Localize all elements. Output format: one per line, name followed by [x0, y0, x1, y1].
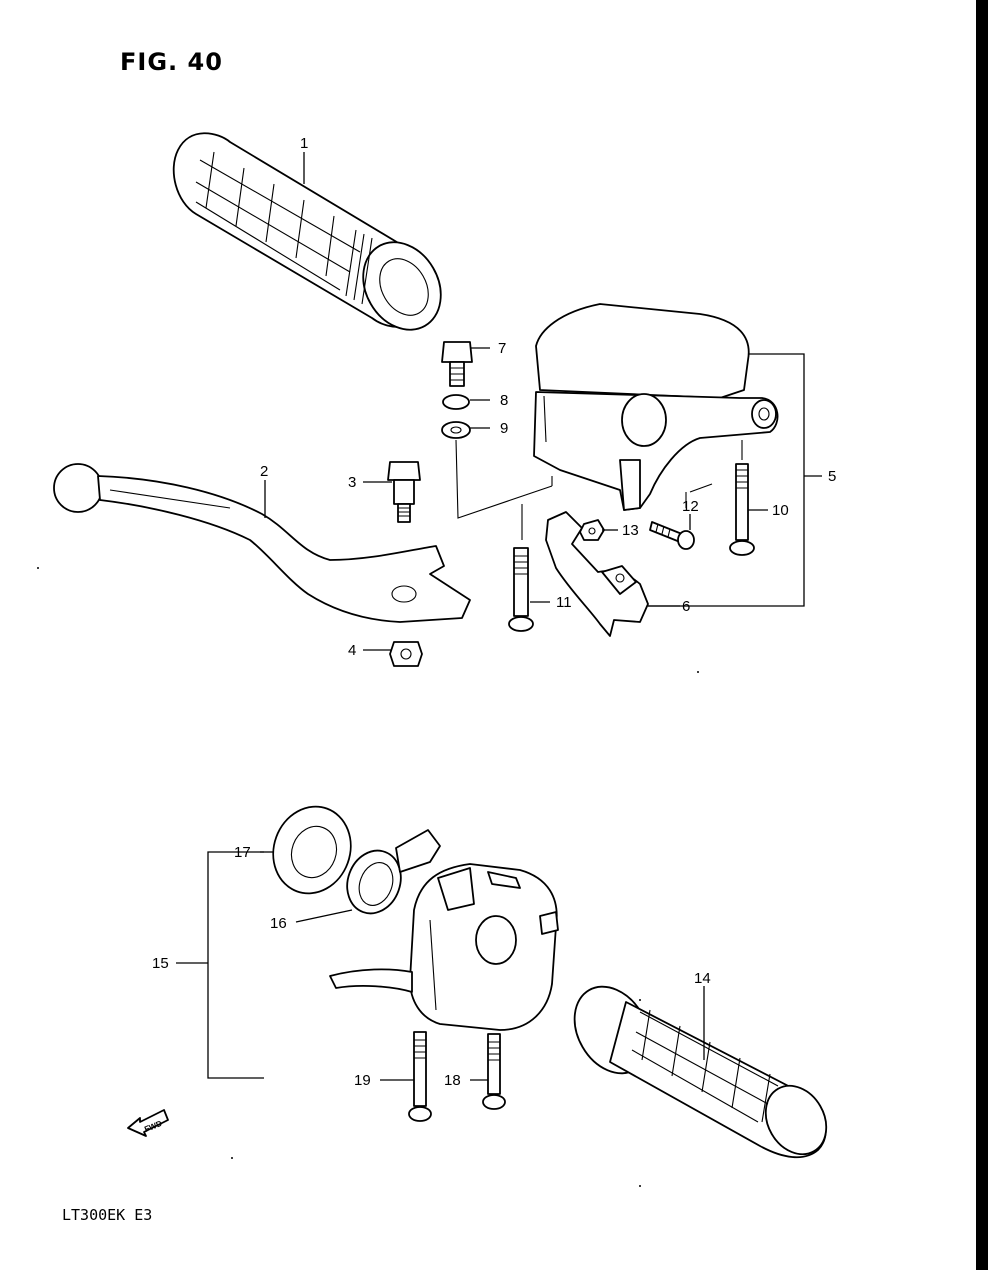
callout-10: 10 — [772, 502, 789, 519]
throttle-clamp — [346, 829, 441, 915]
callout-1: 1 — [300, 135, 308, 152]
callout-13: 13 — [622, 522, 639, 539]
brake-master-cylinder — [533, 303, 779, 511]
callout-17: 17 — [234, 844, 251, 861]
scan-specks — [37, 567, 699, 1187]
callout-leaders — [176, 152, 822, 1081]
adjuster-screw — [649, 521, 695, 550]
lock-washer — [442, 394, 470, 410]
callout-3: 3 — [348, 474, 356, 491]
switch-screw-18 — [482, 1033, 506, 1110]
pivot-bolt — [387, 461, 421, 523]
adjuster-nut — [579, 519, 605, 541]
model-code: LT300EK E3 — [62, 1206, 153, 1224]
callout-2: 2 — [260, 463, 268, 480]
brake-lever — [53, 463, 471, 623]
lever-bracket — [545, 511, 649, 637]
callout-11: 11 — [556, 594, 572, 611]
grip-left — [172, 132, 442, 331]
callout-14: 14 — [694, 970, 711, 987]
callout-19: 19 — [354, 1072, 371, 1089]
callout-18: 18 — [444, 1072, 461, 1089]
callout-16: 16 — [270, 915, 287, 932]
callout-6: 6 — [682, 598, 690, 615]
clamp-bolt — [441, 341, 473, 387]
figure-title: FIG. 40 — [120, 48, 223, 76]
page-edge-bar — [976, 0, 988, 1270]
assembly-guide-lines — [455, 439, 743, 540]
callout-4: 4 — [348, 642, 356, 659]
flat-washer — [441, 421, 471, 439]
switch-cover — [272, 805, 352, 895]
callout-12: 12 — [682, 498, 699, 515]
forward-arrow-icon: FWD — [127, 1109, 169, 1137]
grip-right — [573, 985, 828, 1159]
lever-nut — [389, 641, 423, 667]
callout-5: 5 — [828, 468, 836, 485]
screw-10 — [729, 463, 755, 556]
callout-8: 8 — [500, 392, 508, 409]
callout-labels: 1 2 3 4 5 6 7 8 9 10 11 12 13 14 15 16 1… — [152, 135, 836, 1089]
callout-7: 7 — [498, 340, 506, 357]
callout-9: 9 — [500, 420, 508, 437]
switch-screw-19 — [408, 1031, 432, 1122]
screw-11 — [508, 547, 534, 632]
callout-15: 15 — [152, 955, 169, 972]
throttle-switch-housing — [329, 863, 559, 1031]
